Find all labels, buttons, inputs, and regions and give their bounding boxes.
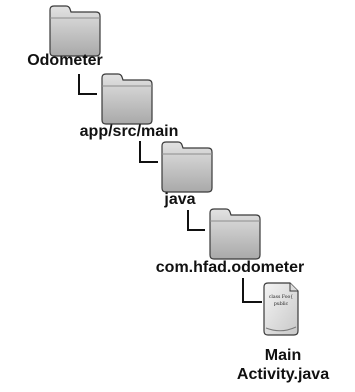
connector-com-to-file [242, 278, 262, 303]
folder-label-com-hfad-odometer: com.hfad.odometer [155, 259, 305, 276]
file-icon-text-line2: public [274, 301, 289, 307]
java-file-icon: class Foo{ public [263, 282, 299, 336]
file-label-line1: Main [264, 347, 302, 364]
file-icon-text-line1: class Foo{ [269, 294, 293, 300]
folder-icon [209, 208, 261, 260]
folder-label-odometer: Odometer [27, 52, 103, 69]
connector-app-to-java [139, 141, 158, 163]
connector-odometer-to-app [78, 74, 97, 95]
connector-java-to-com [187, 210, 205, 231]
file-label-main-activity: Main Activity.java [228, 346, 338, 384]
folder-icon [49, 5, 101, 57]
folder-icon [101, 73, 153, 125]
folder-icon [161, 141, 213, 193]
file-label-line2: Activity.java [236, 366, 330, 383]
folder-label-app-src-main: app/src/main [79, 123, 179, 140]
folder-label-java: java [164, 191, 196, 208]
